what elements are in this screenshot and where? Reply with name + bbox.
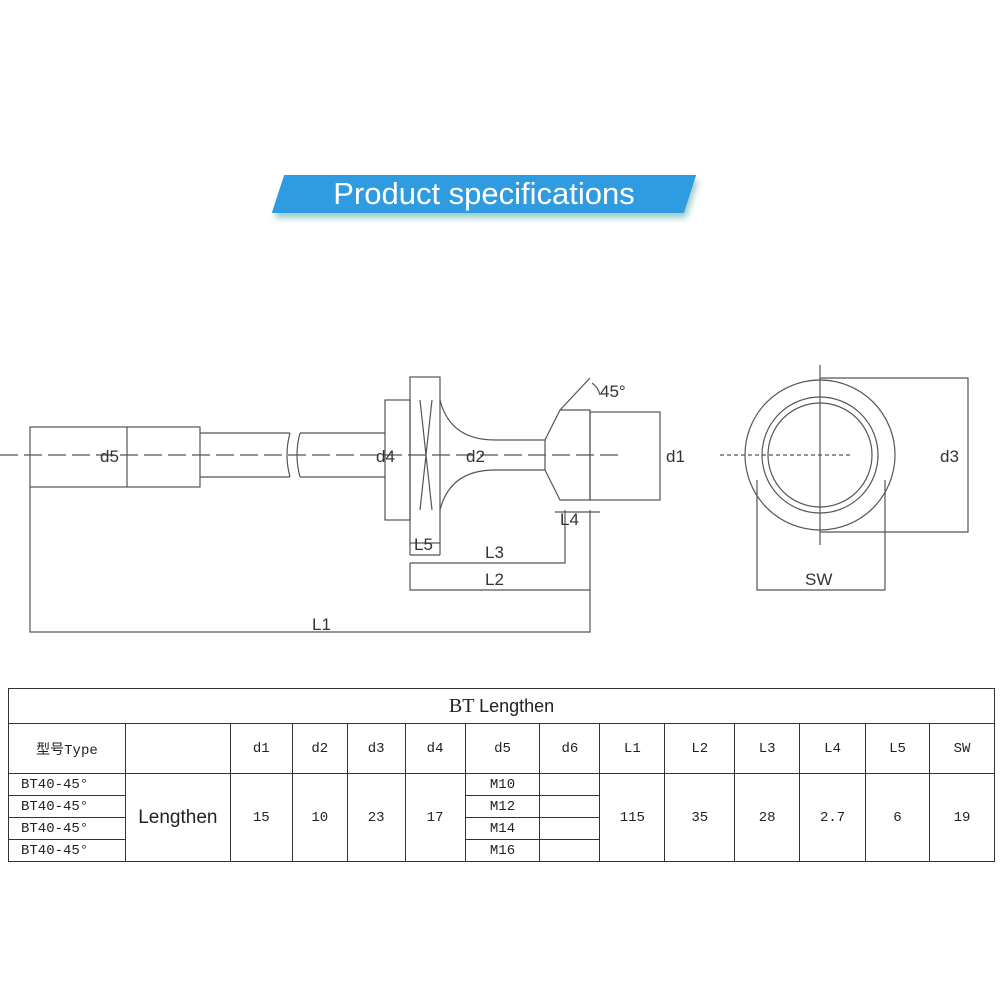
- neck: [439, 399, 546, 511]
- banner-title: Product specifications: [333, 176, 635, 211]
- header-cell: d1: [229, 723, 293, 774]
- thread-section: [29, 426, 201, 488]
- header-cell: [124, 723, 231, 774]
- header-cell: 型号Type: [8, 723, 126, 774]
- label-L1: L1: [312, 615, 331, 634]
- d5-cell: M16: [464, 839, 541, 862]
- label-d1: d1: [666, 447, 685, 466]
- label-d3: d3: [940, 447, 959, 466]
- type-cell: BT40-45°: [8, 839, 126, 862]
- L1-cell: 115: [599, 773, 666, 862]
- d5-cell: M12: [464, 795, 541, 818]
- L3-cell: 28: [734, 773, 801, 862]
- type-cell: BT40-45°: [8, 817, 126, 840]
- header-cell: L3: [734, 723, 801, 774]
- d6-cell: [539, 839, 601, 862]
- d4-cell: 17: [404, 773, 466, 862]
- type-cell: BT40-45°: [8, 773, 126, 796]
- table-row: BT40-45° M16: [8, 839, 995, 862]
- spec-table: BT Lengthen 型号Type d1 d2 d3 d4 d5 d6 L1 …: [8, 688, 996, 862]
- table-row: BT40-45° M14: [8, 817, 995, 840]
- d6-cell: [539, 795, 601, 818]
- d5-cell: M14: [464, 817, 541, 840]
- label-d5: d5: [100, 447, 119, 466]
- label-L2: L2: [485, 570, 504, 589]
- header-cell: L2: [664, 723, 736, 774]
- header-cell: L4: [799, 723, 867, 774]
- table-title: BT Lengthen: [8, 688, 995, 724]
- SW-cell: 19: [928, 773, 996, 862]
- d5-cell: M10: [464, 773, 541, 796]
- label-d2: d2: [466, 447, 485, 466]
- label-angle: 45°: [600, 382, 626, 401]
- header-cell: d2: [291, 723, 348, 774]
- label-L4: L4: [560, 510, 579, 529]
- d1-box: [589, 411, 661, 501]
- header-cell: d6: [539, 723, 601, 774]
- collar: [409, 376, 441, 544]
- label-L3: L3: [485, 543, 504, 562]
- table-row: BT40-45° M12: [8, 795, 995, 818]
- table-row: BT40-45° Lengthen 15 10 23 17 M10 115 35…: [8, 773, 996, 862]
- header-cell: L1: [599, 723, 666, 774]
- d1-cell: 15: [229, 773, 293, 862]
- header-cell: d4: [404, 723, 466, 774]
- label-L5: L5: [414, 535, 433, 554]
- header-cell: d3: [346, 723, 406, 774]
- header-cell: SW: [928, 723, 996, 774]
- d6-cell: [539, 817, 601, 840]
- d2-cell: 10: [291, 773, 348, 862]
- type-cell: BT40-45°: [8, 795, 126, 818]
- d3-cell: 23: [346, 773, 406, 862]
- header-cell: d5: [464, 723, 541, 774]
- label-SW: SW: [805, 570, 832, 589]
- L5-cell: 6: [865, 773, 930, 862]
- label-d4: d4: [376, 447, 395, 466]
- header-cell: L5: [865, 723, 930, 774]
- series-cell: Lengthen: [124, 773, 231, 862]
- d6-cell: [539, 773, 601, 796]
- break-mark: [286, 432, 301, 478]
- header-row: 型号Type d1 d2 d3 d4 d5 d6 L1 L2 L3 L4 L5 …: [8, 723, 996, 774]
- technical-drawing: d5 d4 d2 d1 d3 45° L4 L5 L3 L2 L1 SW: [0, 365, 969, 634]
- L4-cell: 2.7: [799, 773, 867, 862]
- L2-cell: 35: [664, 773, 736, 862]
